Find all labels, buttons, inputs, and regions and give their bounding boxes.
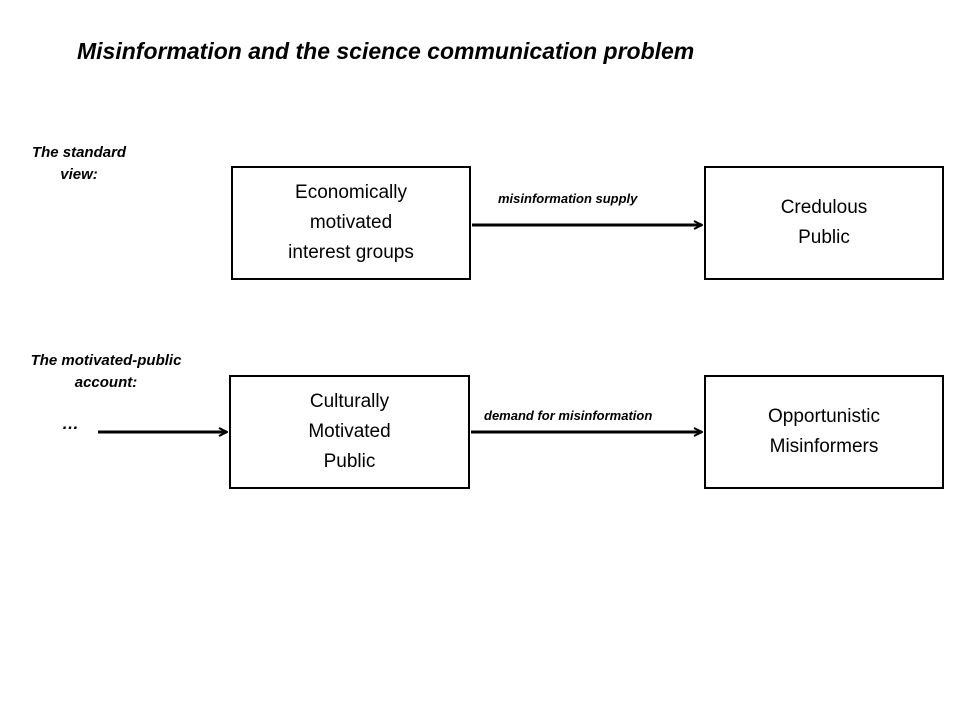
motivated-public-label-line-2: account: bbox=[74, 374, 138, 391]
demand-for-misinformation-label: demand for misinformation bbox=[484, 408, 653, 423]
motivated-public-label-line-1: The motivated-public bbox=[30, 352, 182, 369]
ellipsis-marker: … bbox=[62, 414, 79, 433]
box-line: Motivated bbox=[308, 421, 391, 442]
box-line: Public bbox=[323, 451, 376, 472]
box-line: Economically bbox=[295, 182, 407, 203]
misinformation-supply-label: misinformation supply bbox=[498, 191, 638, 206]
credulous-public-box: Credulous Public bbox=[704, 166, 944, 280]
opportunistic-misinformers-box: Opportunistic Misinformers bbox=[704, 375, 944, 489]
box-line: motivated bbox=[309, 212, 393, 233]
standard-view-label: The standard view: bbox=[24, 142, 134, 186]
box-line: interest groups bbox=[288, 242, 414, 263]
motivated-public-label: The motivated-public account: bbox=[6, 350, 206, 394]
standard-view-label-line-1: The standard bbox=[31, 144, 127, 161]
box-line: Opportunistic bbox=[768, 406, 880, 427]
box-line: Public bbox=[798, 227, 850, 248]
box-line: Culturally bbox=[309, 391, 390, 412]
economic-interest-groups-box: Economically motivated interest groups bbox=[231, 166, 471, 280]
diagram-title: Misinformation and the science communica… bbox=[77, 38, 695, 64]
box-line: Credulous bbox=[780, 197, 868, 218]
culturally-motivated-public-box: Culturally Motivated Public bbox=[229, 375, 470, 489]
standard-view-label-line-2: view: bbox=[60, 166, 98, 183]
box-line: Misinformers bbox=[769, 436, 879, 457]
